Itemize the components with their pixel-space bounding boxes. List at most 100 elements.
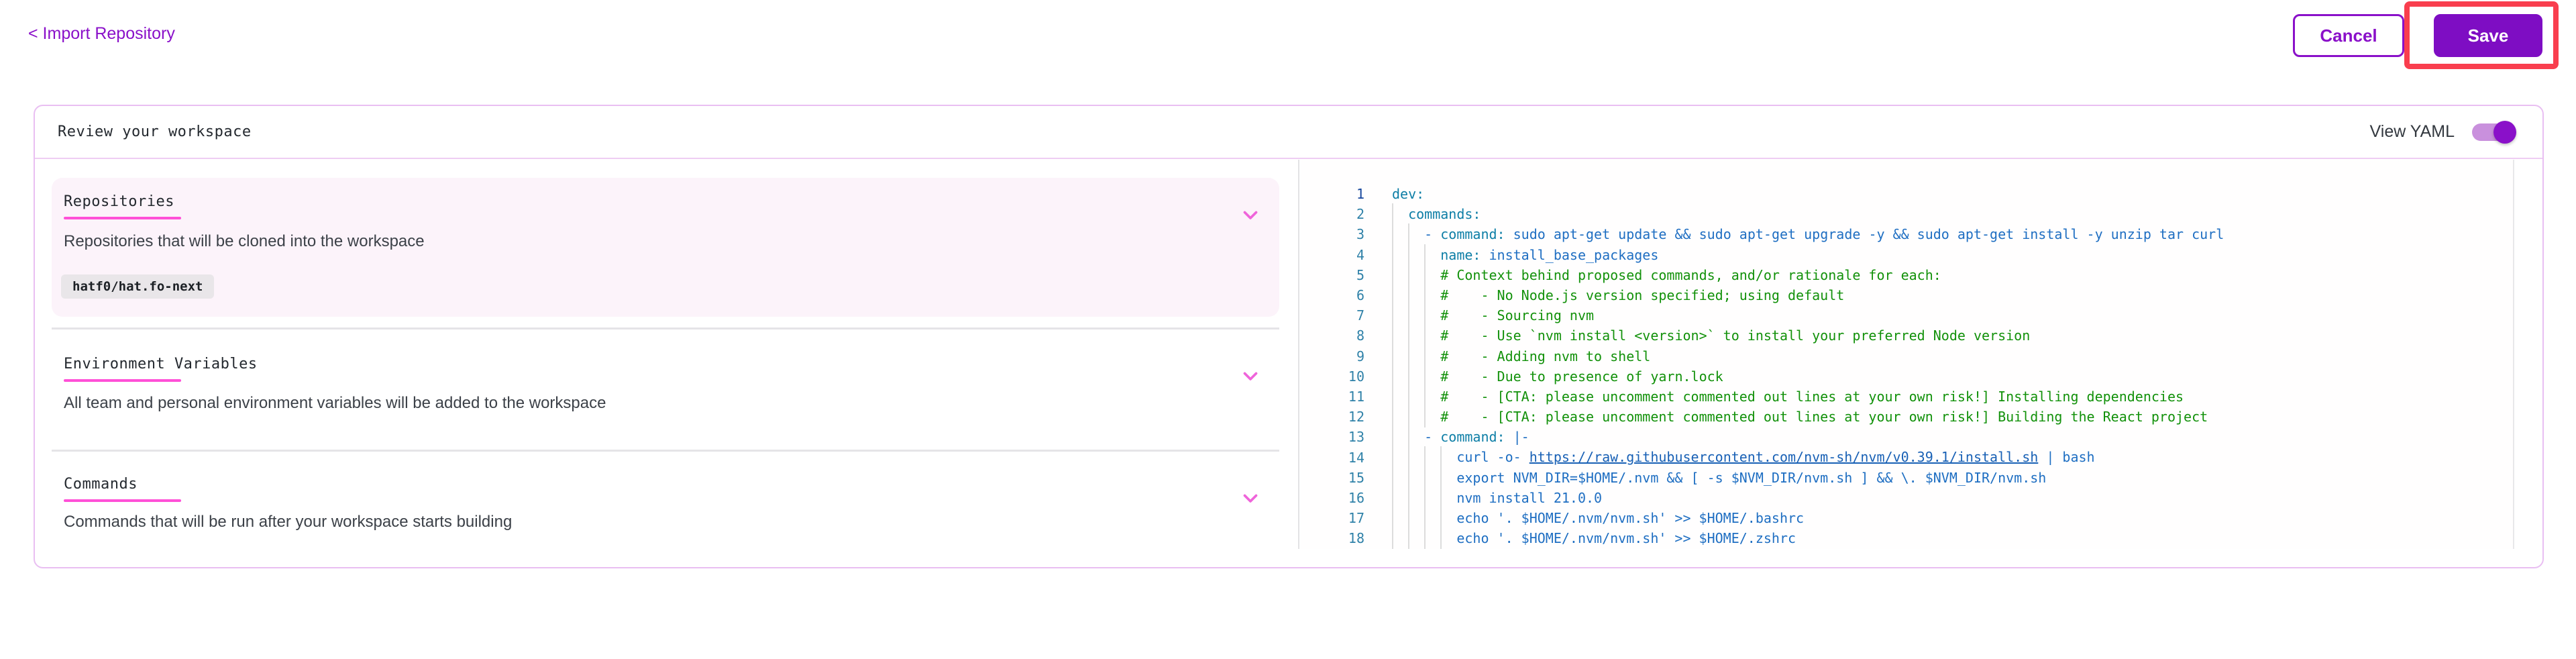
chevron-down-icon[interactable] (1239, 203, 1262, 226)
code-line-text: dev: (1392, 186, 1425, 202)
indent-guide (1408, 487, 1409, 509)
code-line[interactable]: 18 echo '. $HOME/.nvm/nvm.sh' >> $HOME/.… (1299, 527, 2513, 549)
panel-title: Review your workspace (58, 123, 252, 140)
repositories-description: Repositories that will be cloned into th… (64, 232, 425, 250)
indent-guide (1392, 446, 1393, 468)
code-line[interactable]: 5 # Context behind proposed commands, an… (1299, 264, 2513, 286)
review-workspace-panel: Review your workspace View YAML Reposito… (34, 105, 2544, 568)
indent-guide (1392, 365, 1393, 387)
indent-guide (1392, 284, 1393, 307)
line-number: 16 (1348, 489, 1364, 506)
indent-guide (1392, 264, 1393, 286)
code-line-text: echo '. $HOME/.nvm/nvm.sh' >> $HOME/.zsh… (1392, 527, 1796, 549)
indent-guide (1424, 507, 1426, 529)
code-line-text: # - [CTA: please uncomment commented out… (1392, 385, 2184, 408)
line-number: 2 (1356, 206, 1364, 223)
code-line-text: # - Use `nvm install <version>` to insta… (1392, 325, 2030, 347)
indent-guide (1424, 406, 1426, 428)
line-number: 11 (1348, 388, 1364, 405)
code-line[interactable]: 15 export NVM_DIR=$HOME/.nvm && [ -s $NV… (1299, 466, 2513, 489)
repository-chip: hatf0/hat.fo-next (61, 274, 215, 299)
code-line[interactable]: 8 # - Use `nvm install <version>` to ins… (1299, 325, 2513, 347)
line-number: 12 (1348, 409, 1364, 425)
indent-guide (1440, 446, 1442, 468)
commands-title-underline (64, 499, 181, 502)
code-line[interactable]: 6 # - No Node.js version specified; usin… (1299, 284, 2513, 307)
indent-guide (1424, 264, 1426, 286)
indent-guide (1408, 223, 1409, 246)
indent-guide (1408, 385, 1409, 408)
indent-guide (1424, 446, 1426, 468)
code-line[interactable]: 10 # - Due to presence of yarn.lock (1299, 365, 2513, 387)
repositories-title-underline (64, 217, 181, 219)
code-line-text: - command: |- (1392, 426, 1529, 448)
indent-guide (1392, 203, 1393, 225)
indent-guide (1408, 406, 1409, 428)
toggle-knob (2493, 120, 2516, 144)
indent-guide (1392, 385, 1393, 408)
line-number: 17 (1348, 510, 1364, 527)
line-number: 5 (1356, 266, 1364, 283)
line-number: 4 (1356, 246, 1364, 263)
code-line[interactable]: 16 nvm install 21.0.0 (1299, 487, 2513, 509)
line-number: 3 (1356, 226, 1364, 243)
code-line[interactable]: 14 curl -o- https://raw.githubuserconten… (1299, 446, 2513, 468)
chevron-down-icon[interactable] (1239, 487, 1262, 509)
code-line[interactable]: 7 # - Sourcing nvm (1299, 305, 2513, 327)
indent-guide (1392, 507, 1393, 529)
view-yaml-label: View YAML (2369, 122, 2455, 141)
code-line[interactable]: 3 - command: sudo apt-get update && sudo… (1299, 223, 2513, 246)
code-line-text: - command: sudo apt-get update && sudo a… (1392, 223, 2224, 246)
code-line[interactable]: 17 echo '. $HOME/.nvm/nvm.sh' >> $HOME/.… (1299, 507, 2513, 529)
save-button[interactable]: Save (2434, 14, 2542, 57)
code-line-text: # - No Node.js version specified; using … (1392, 284, 1844, 307)
indent-guide (1408, 446, 1409, 468)
indent-guide (1408, 244, 1409, 266)
indent-guide (1392, 426, 1393, 448)
code-line-text: nvm install 21.0.0 (1392, 487, 1602, 509)
repositories-title: Repositories (64, 193, 174, 210)
code-line[interactable]: 12 # - [CTA: please uncomment commented … (1299, 406, 2513, 428)
line-number: 6 (1356, 287, 1364, 304)
indent-guide (1392, 466, 1393, 489)
code-line-text: export NVM_DIR=$HOME/.nvm && [ -s $NVM_D… (1392, 466, 2046, 489)
cancel-button[interactable]: Cancel (2293, 14, 2404, 57)
line-number: 15 (1348, 469, 1364, 486)
environment-variables-title-underline (64, 379, 181, 382)
indent-guide (1424, 325, 1426, 347)
code-line-text: commands: (1392, 203, 1481, 225)
section-divider (52, 327, 1279, 330)
indent-guide (1424, 466, 1426, 489)
view-yaml-toggle[interactable] (2472, 120, 2516, 144)
line-number: 10 (1348, 368, 1364, 385)
repositories-card (52, 178, 1279, 317)
indent-guide (1408, 466, 1409, 489)
code-line[interactable]: 13 - command: |- (1299, 426, 2513, 448)
indent-guide (1424, 345, 1426, 367)
indent-guide (1408, 264, 1409, 286)
line-number: 9 (1356, 348, 1364, 364)
indent-guide (1392, 325, 1393, 347)
indent-guide (1392, 345, 1393, 367)
indent-guide (1408, 365, 1409, 387)
code-line-text: curl -o- https://raw.githubusercontent.c… (1392, 446, 2095, 468)
chevron-down-icon[interactable] (1239, 364, 1262, 387)
indent-guide (1440, 487, 1442, 509)
indent-guide (1424, 305, 1426, 327)
indent-guide (1408, 305, 1409, 327)
code-line[interactable]: 2 commands: (1299, 203, 2513, 225)
code-line[interactable]: 4 name: install_base_packages (1299, 244, 2513, 266)
indent-guide (1424, 527, 1426, 549)
indent-guide (1408, 345, 1409, 367)
indent-guide (1392, 487, 1393, 509)
section-divider (52, 450, 1279, 452)
line-number: 14 (1348, 449, 1364, 466)
indent-guide (1408, 284, 1409, 307)
code-line[interactable]: 11 # - [CTA: please uncomment commented … (1299, 385, 2513, 408)
indent-guide (1392, 305, 1393, 327)
code-line[interactable]: 9 # - Adding nvm to shell (1299, 345, 2513, 367)
import-repository-link[interactable]: < Import Repository (28, 24, 175, 43)
